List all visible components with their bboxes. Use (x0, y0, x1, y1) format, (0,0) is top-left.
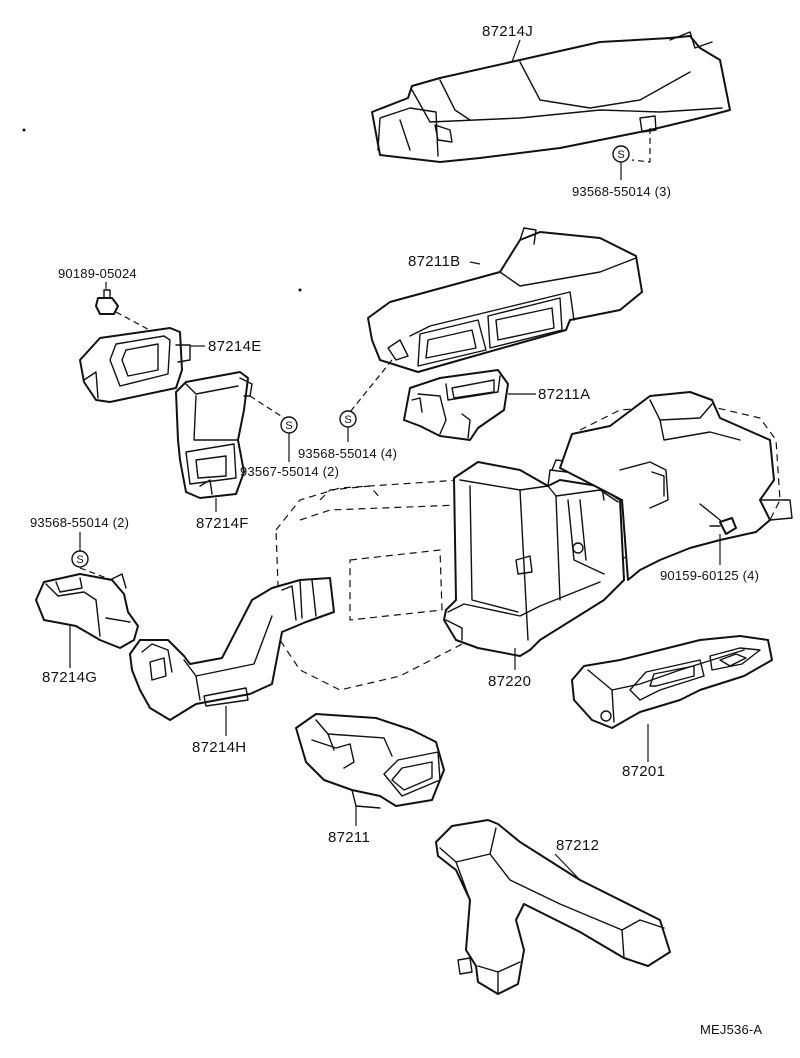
label-87214J: 87214J (482, 23, 533, 40)
leader-87214J (511, 39, 521, 63)
screw-s-mark: S (617, 149, 624, 161)
label-90189-05024: 90189-05024 (58, 266, 137, 281)
stray-dot (298, 288, 302, 292)
part-87220 (275, 459, 625, 691)
part-87214G (35, 573, 139, 649)
part-87214F (175, 371, 253, 499)
label-87214G: 87214G (42, 669, 97, 686)
label-93568-55014-2: 93568-55014 (2) (30, 515, 129, 530)
label-87220: 87220 (488, 673, 531, 690)
label-87214F: 87214F (196, 515, 249, 532)
stray-dot (22, 128, 26, 132)
part-87201 (571, 635, 773, 729)
label-87211: 87211 (328, 829, 370, 846)
leader-87211B (469, 261, 481, 265)
label-87214E: 87214E (208, 338, 262, 355)
label-87214H: 87214H (192, 739, 246, 756)
part-87214E (79, 327, 191, 403)
label-87211A: 87211A (538, 386, 590, 403)
leader-93568-2-to-87214G (79, 567, 113, 581)
leader-87212 (554, 853, 581, 881)
label-93568-55014-3: 93568-55014 (3) (572, 184, 671, 199)
part-90189-05024 (95, 289, 119, 315)
part-87212 (435, 819, 671, 995)
part-87211B (367, 227, 643, 373)
part-87211 (295, 713, 445, 809)
part-90159-60125 (709, 517, 737, 535)
screw-s-mark: S (344, 414, 351, 426)
screw-s-mark: S (76, 554, 83, 566)
label-90159-60125-4: 90159-60125 (4) (660, 568, 759, 583)
part-87214J (371, 31, 731, 163)
leader-87211B-to-screw (349, 359, 393, 413)
drawing-code: MEJ536-A (700, 1022, 762, 1037)
leader-87214F-to-screw (249, 395, 285, 419)
label-93568-55014-4: 93568-55014 (4) (298, 446, 397, 461)
label-87212: 87212 (556, 837, 599, 854)
leader-93568-3-line (631, 128, 651, 163)
label-87201: 87201 (622, 763, 665, 780)
part-87211A (403, 369, 509, 441)
part-87214H (129, 577, 335, 721)
label-93567-55014-2: 93567-55014 (2) (240, 464, 339, 479)
screw-s-mark: S (285, 420, 292, 432)
label-87211B: 87211B (408, 253, 460, 270)
